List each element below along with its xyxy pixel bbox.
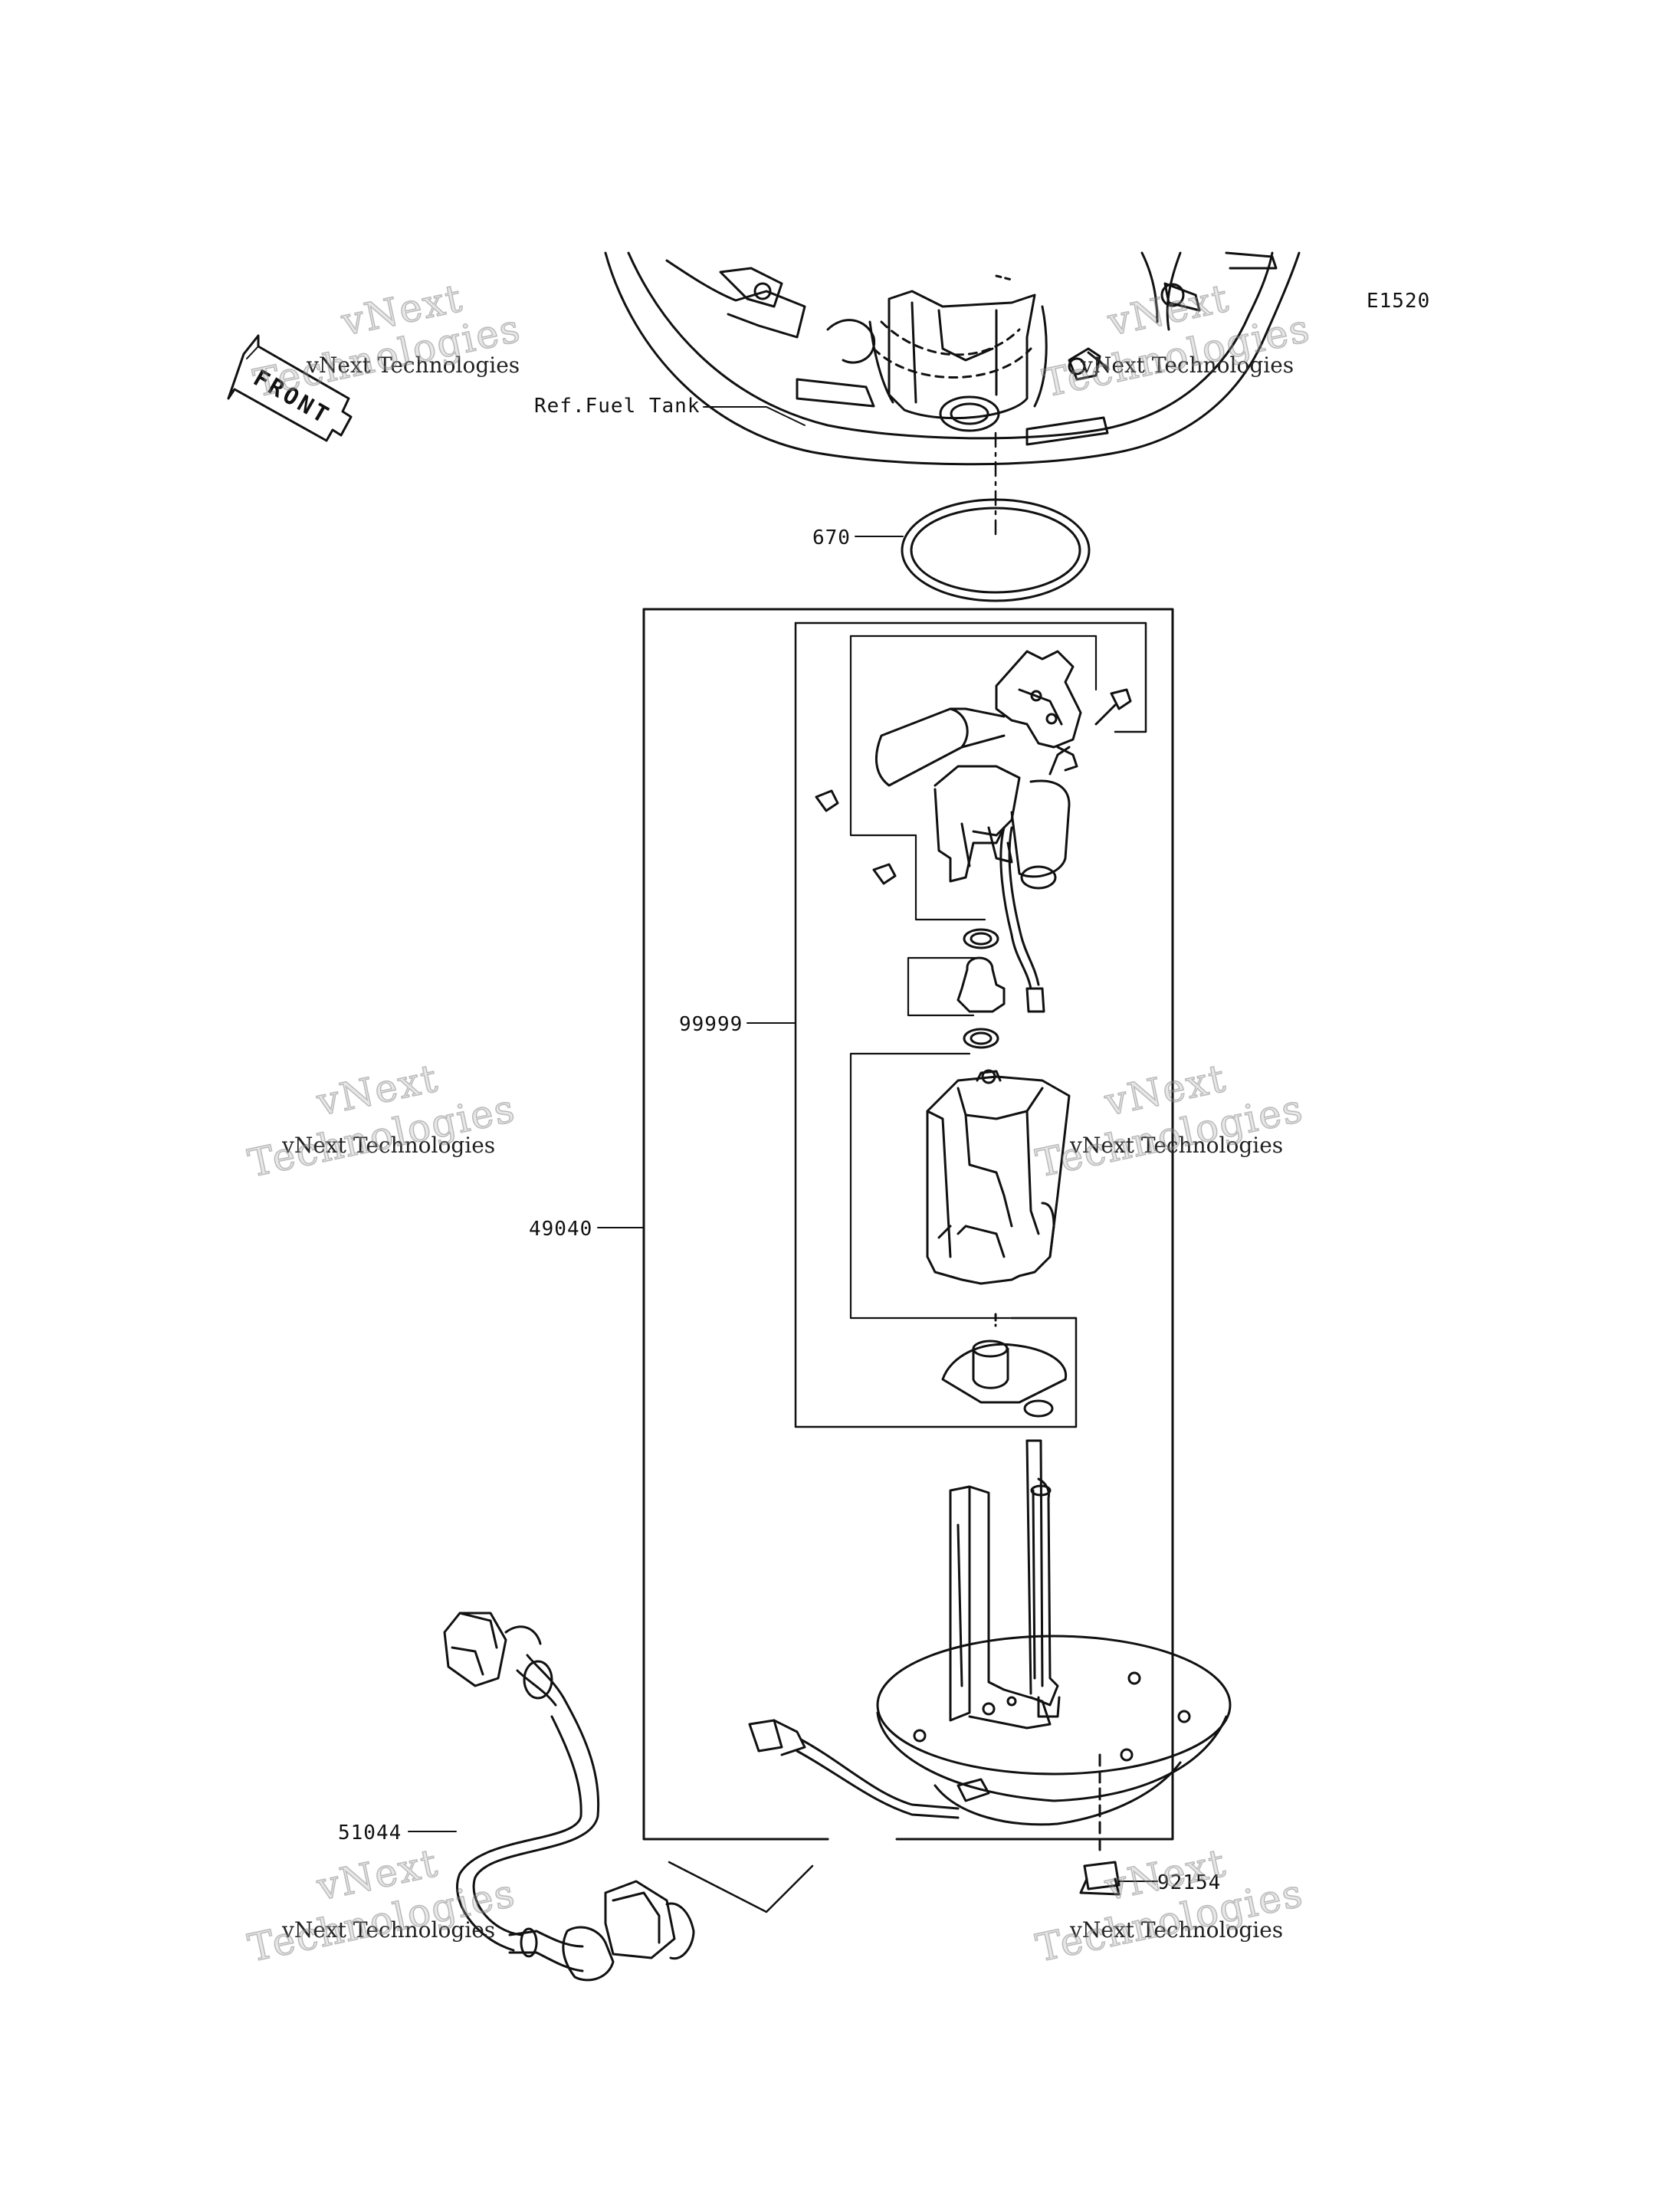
pump-housing-drawing	[926, 1069, 1071, 1285]
o-ring-670	[901, 498, 1091, 602]
watermark: vNext Technologies vNext Technologies	[1039, 275, 1315, 406]
level-sender-drawing	[815, 650, 1132, 1013]
part-label-49040: 49040	[529, 1218, 593, 1241]
front-arrow-drawing	[227, 334, 353, 442]
flange-plate-drawing	[748, 1439, 1232, 1826]
fuel-hose-drawing	[443, 1612, 695, 1982]
fuel-tank-drawing	[604, 251, 1301, 466]
part-label-92154: 92154	[1157, 1871, 1222, 1894]
part-label-99999: 99999	[679, 1013, 743, 1036]
watermark: vNext Technologies vNext Technologies	[249, 275, 526, 406]
watermark: vNext Technologies vNext Technologies	[244, 1055, 520, 1186]
watermark: vNext Technologies vNext Technologies	[244, 1840, 520, 1971]
watermark: vNext Technologies vNext Technologies	[1032, 1840, 1308, 1971]
watermark: vNext Technologies vNext Technologies	[1032, 1055, 1308, 1186]
ref-fuel-tank-label: Ref.Fuel Tank	[534, 395, 701, 418]
part-label-51044: 51044	[338, 1822, 402, 1844]
diagram-code: E1520	[1367, 290, 1431, 313]
part-label-670: 670	[812, 526, 851, 549]
